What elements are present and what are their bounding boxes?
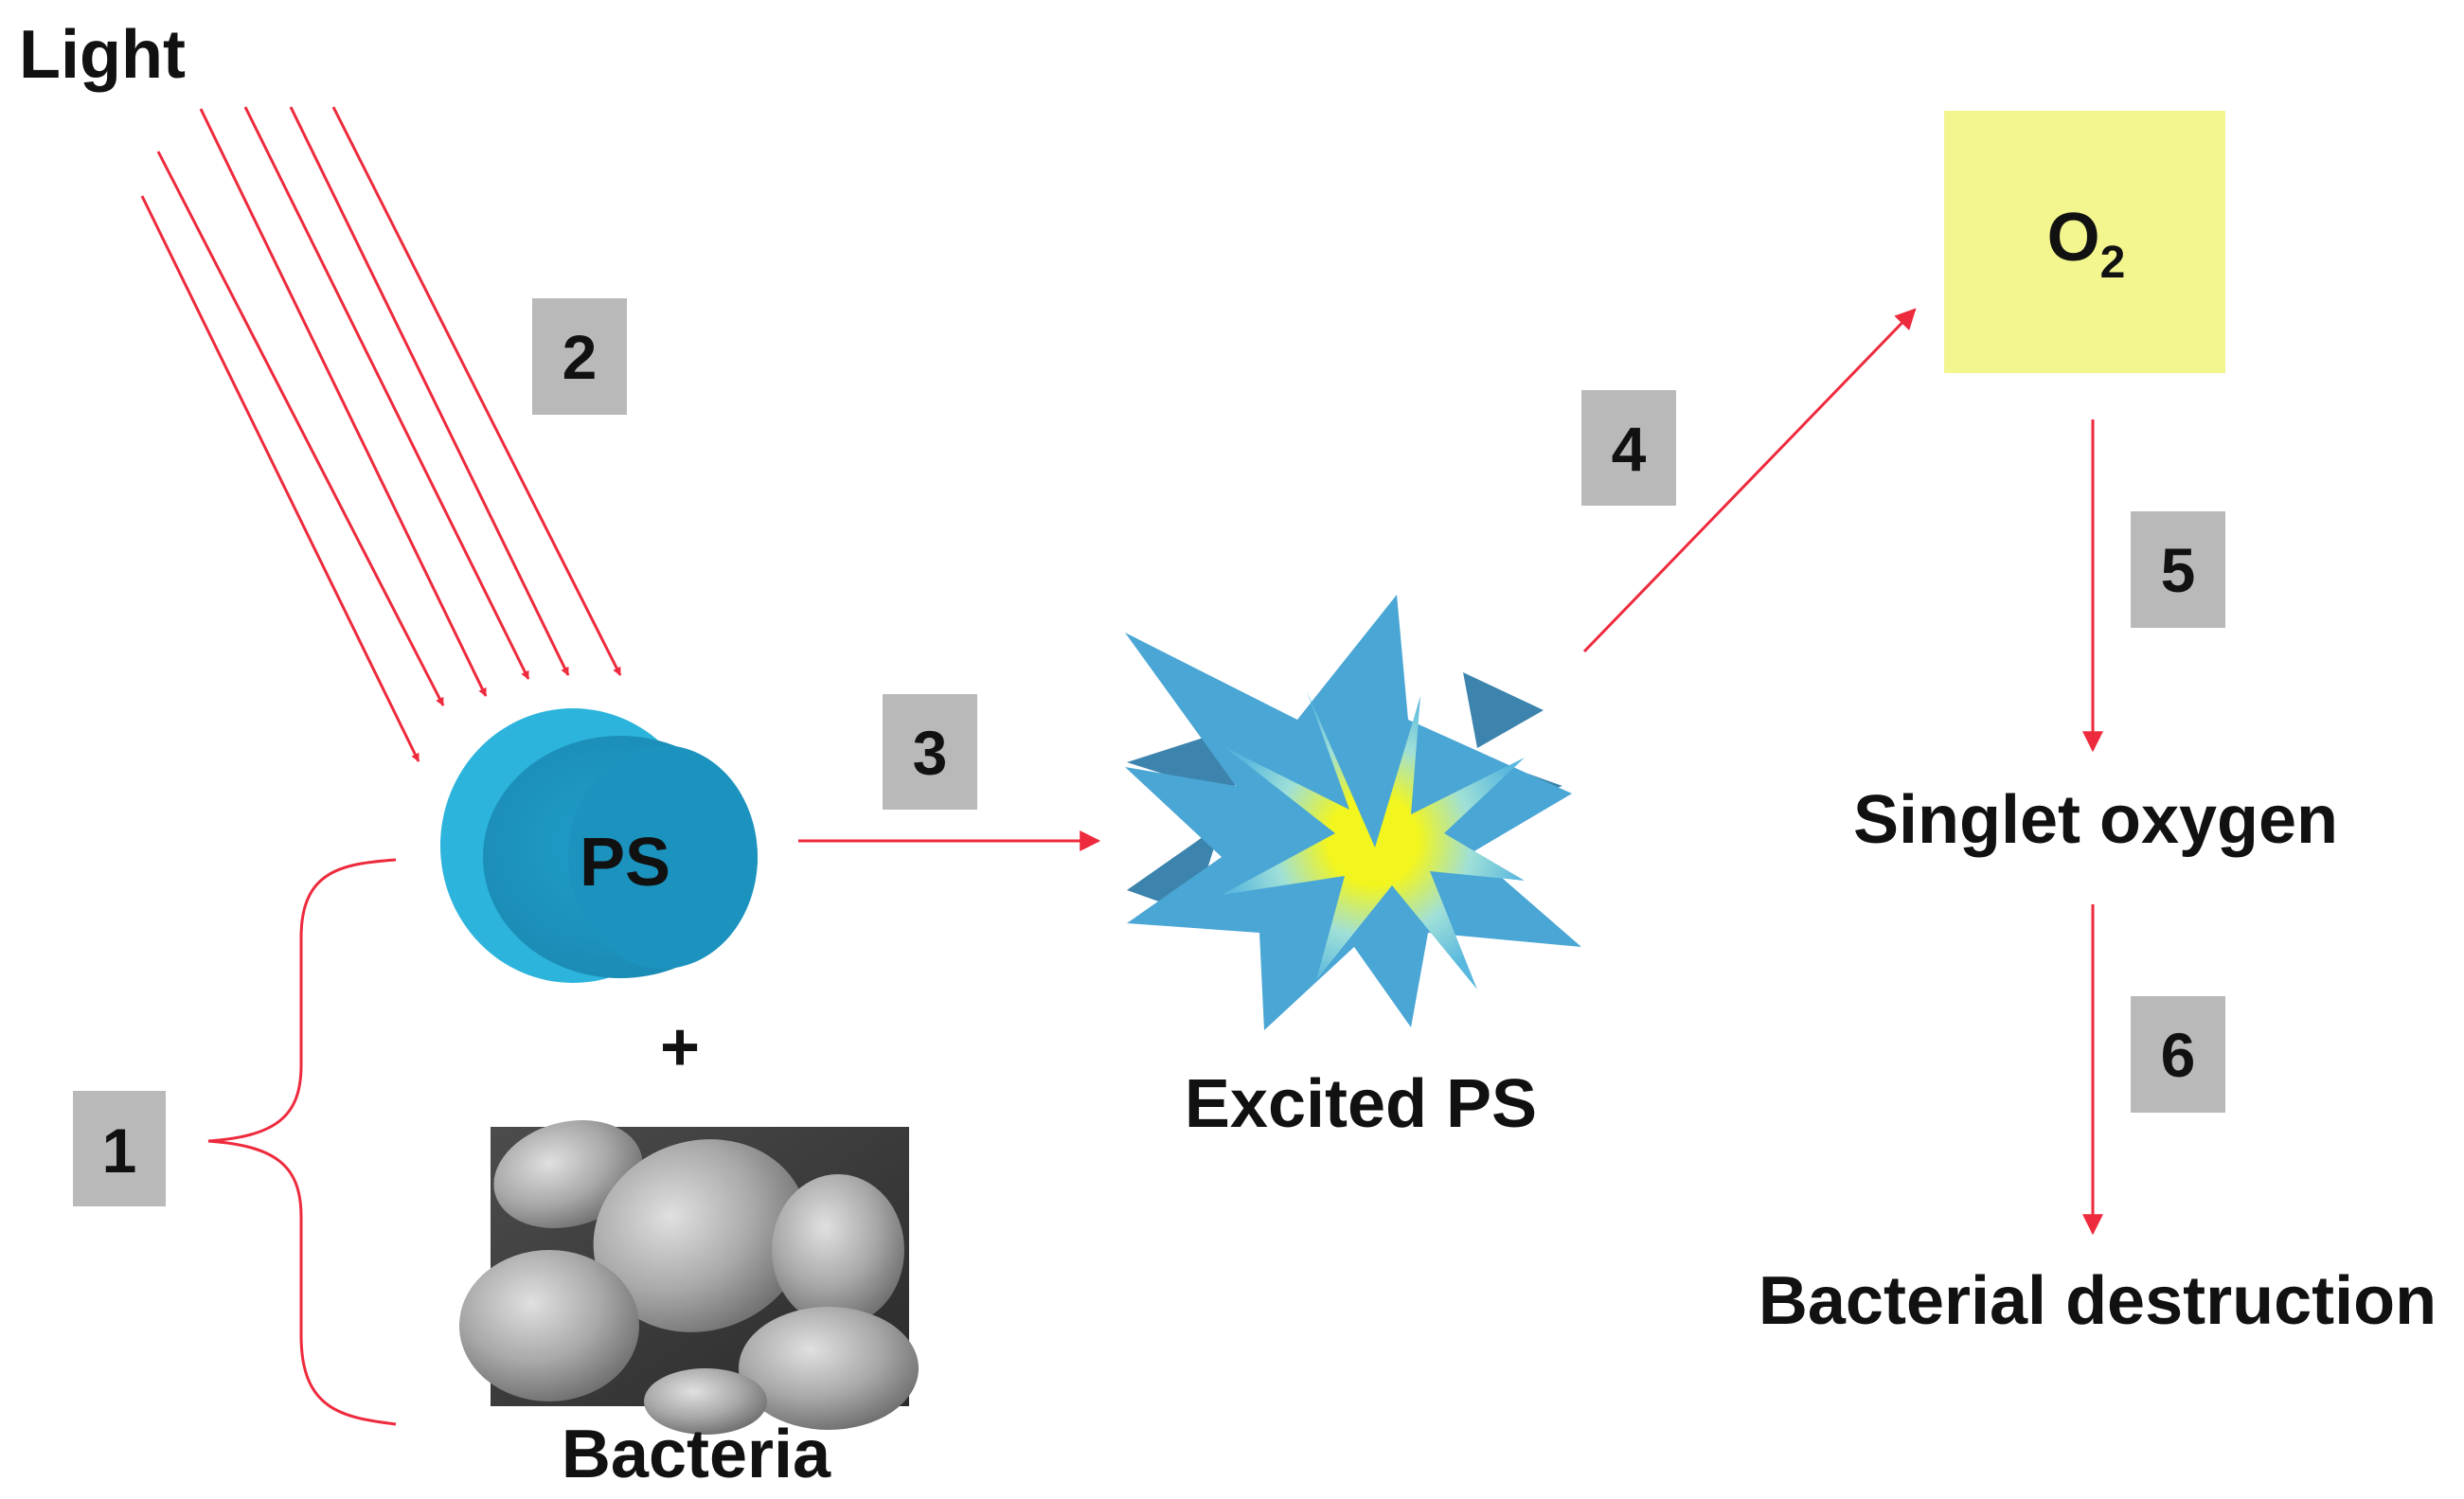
grouping-brace [207,858,397,1426]
ps-label: PS [580,825,670,901]
bacteria-label: Bacteria [562,1417,831,1492]
bacterial-destruction-label: Bacterial destruction [1759,1263,2437,1339]
excited-ps-label: Excited PS [1185,1066,1537,1142]
step-badge-2: 2 [532,298,627,415]
ps-disc: PS [440,708,758,983]
svg-text:6: 6 [2161,1020,2196,1090]
svg-text:2: 2 [562,322,598,392]
step-badge-6: 6 [2131,996,2225,1113]
light-label: Light [19,17,186,93]
step-badge-5: 5 [2131,511,2225,628]
bacteria-image [459,1119,919,1435]
singlet-oxygen-label: Singlet oxygen [1853,782,2338,858]
svg-text:5: 5 [2161,535,2196,605]
svg-text:4: 4 [1612,414,1647,484]
arrow-excited-to-o2 [1582,308,1917,653]
o2-label: O [2047,200,2100,276]
excited-ps-star [1125,595,1581,1030]
step-badge-3: 3 [883,694,977,810]
svg-text:3: 3 [913,718,948,788]
step-badge-4: 4 [1581,390,1676,506]
o2-subscript: 2 [2100,238,2126,288]
step-badge-1: 1 [73,1091,166,1206]
o2-box: O2 [1944,111,2225,373]
plus-sign: + [660,1009,700,1085]
svg-text:O2: O2 [2047,200,2126,288]
svg-text:1: 1 [102,1115,137,1186]
light-rays [140,106,622,762]
